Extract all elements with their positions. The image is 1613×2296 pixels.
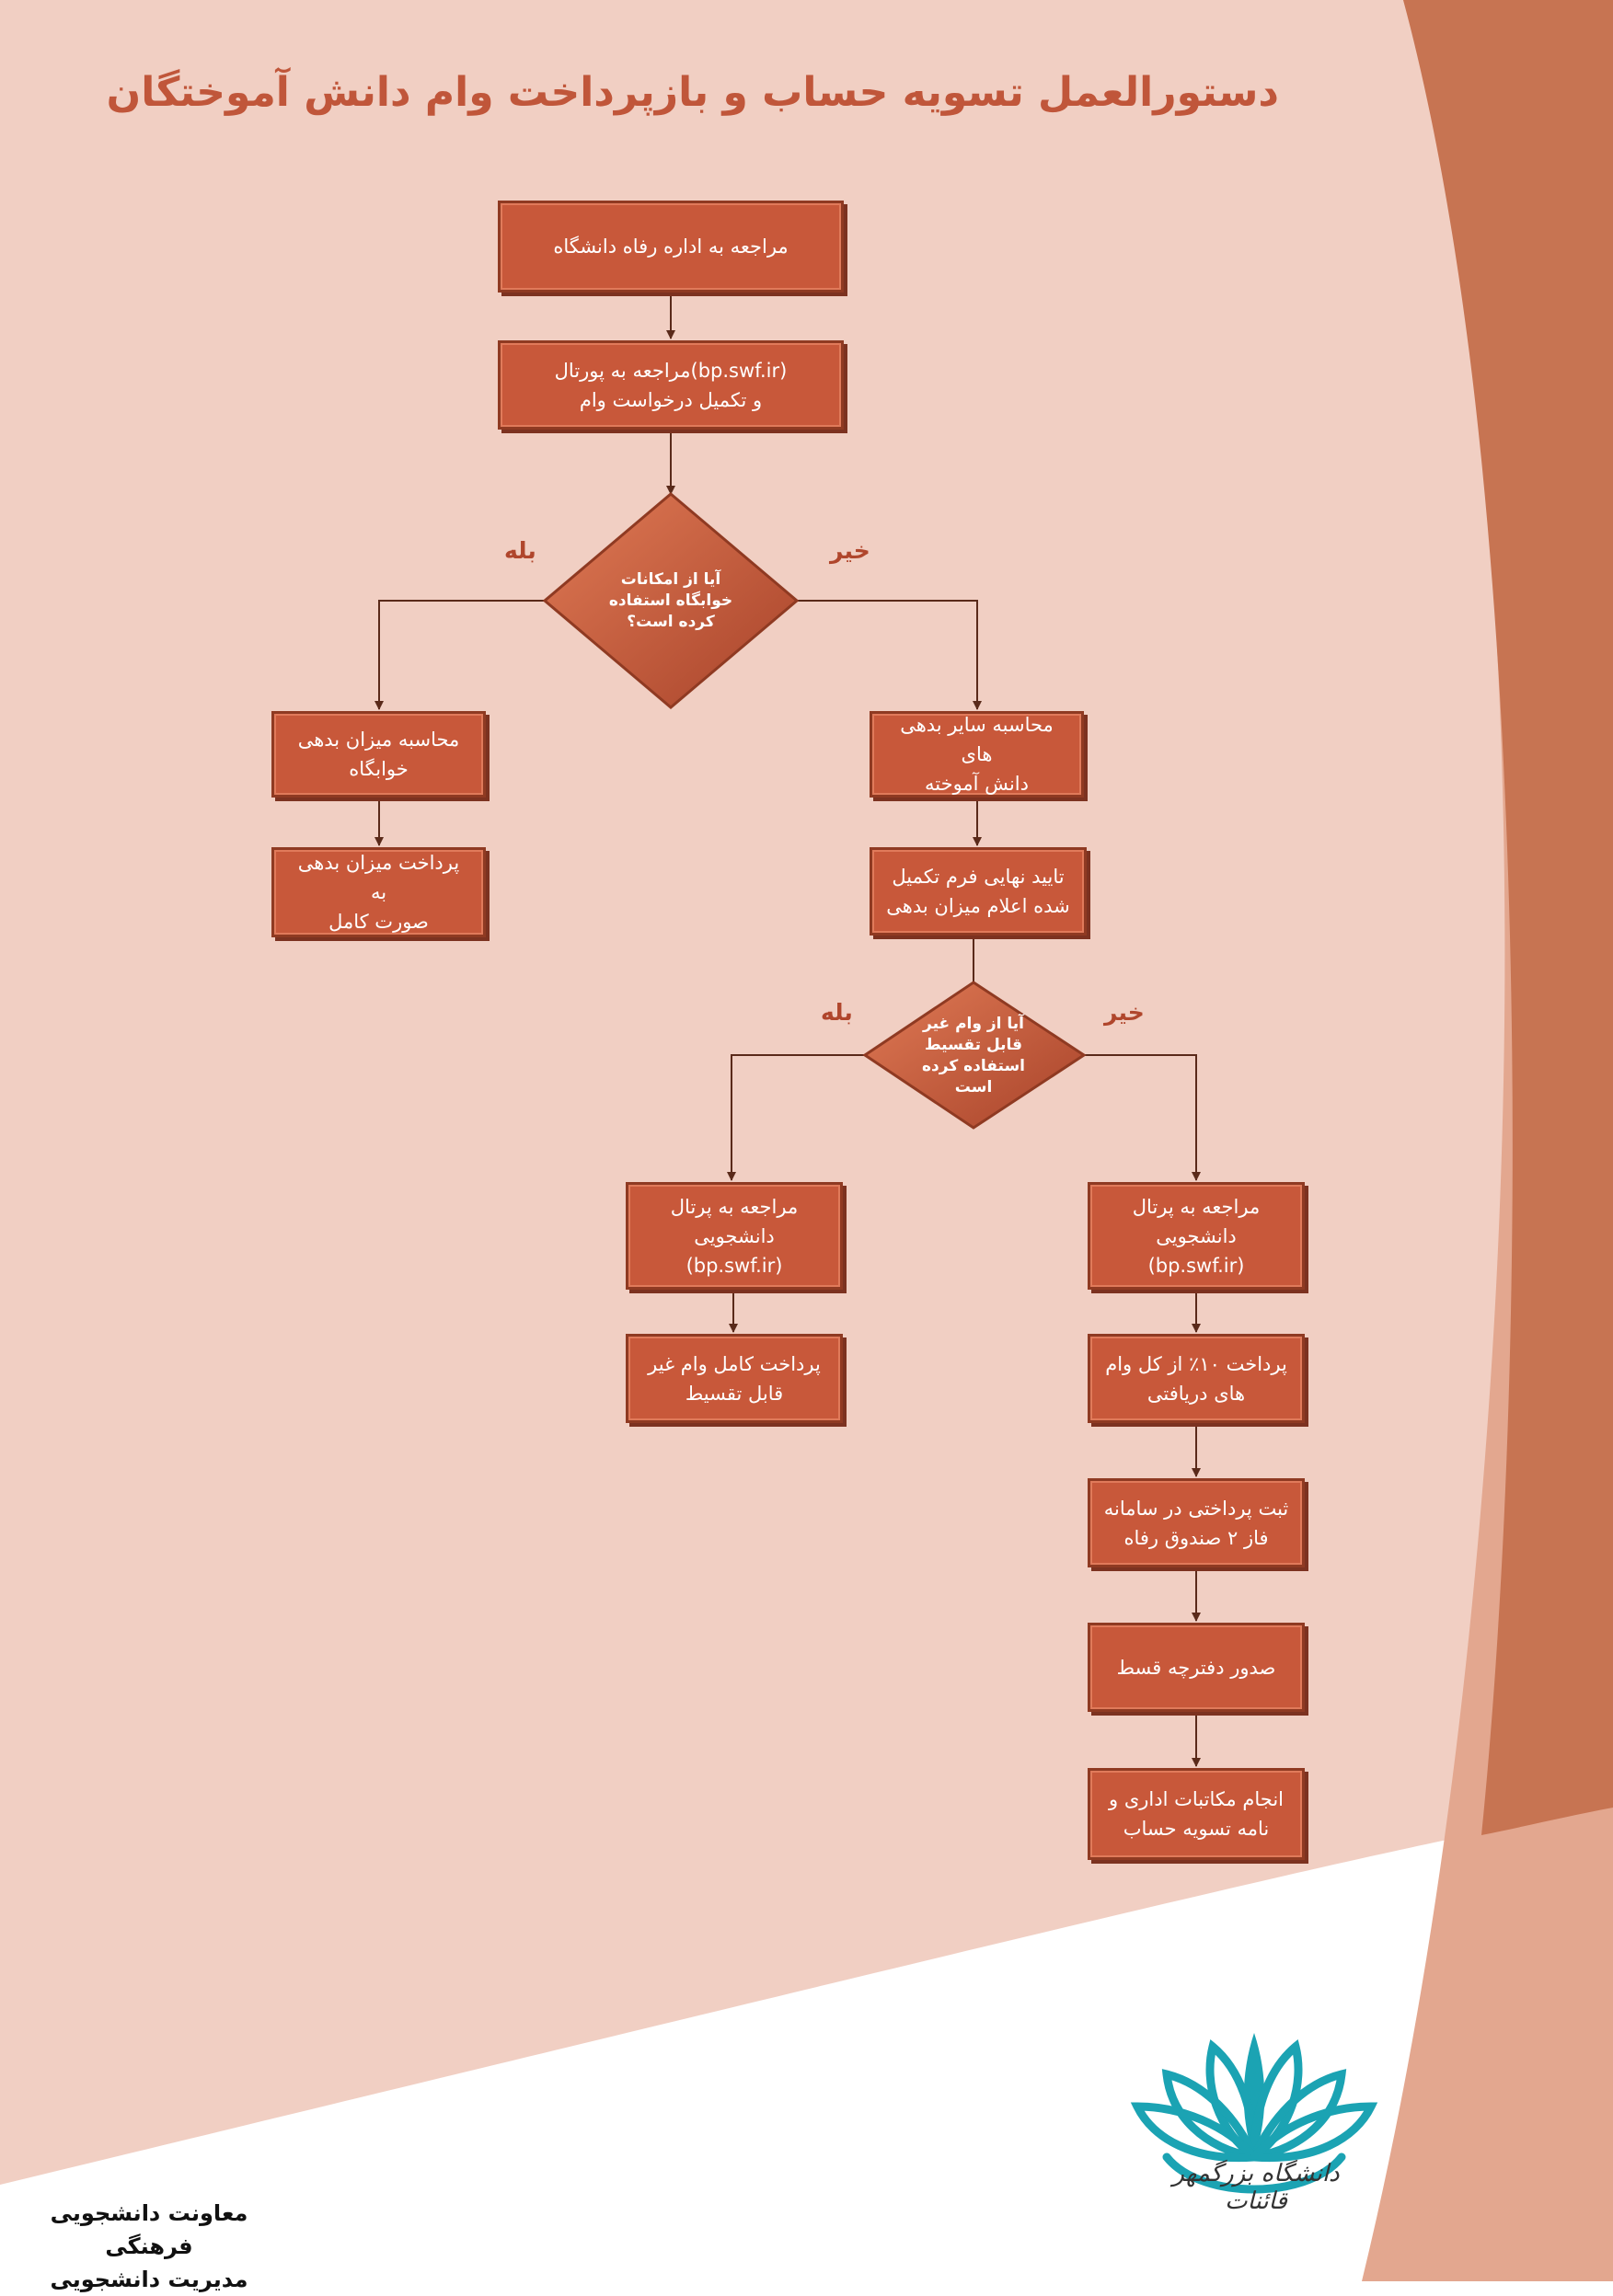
label-yes-loan: بله: [821, 999, 853, 1026]
step-portal-request: (bp.swf.ir)مراجعه به پورتال و تکمیل درخو…: [498, 340, 844, 430]
label-no-dorm: خیر: [830, 537, 870, 564]
university-logo-text: دانشگاه بزرگمهر قائنات: [1172, 2160, 1340, 2215]
step-installment-booklet: صدور دفترچه قسط: [1088, 1623, 1305, 1712]
step-portal-yes: مراجعه به پرتال دانشجویی (bp.swf.ir): [626, 1182, 843, 1290]
step-portal-no: مراجعه به پرتال دانشجویی (bp.swf.ir): [1088, 1182, 1305, 1290]
step-register-payment: ثبت پرداختی در سامانه فاز ۲ صندوق رفاه: [1088, 1478, 1305, 1567]
footer-department: معاونت دانشجویی فرهنگی مدیریت دانشجویی: [50, 2200, 248, 2292]
step-dorm-pay: پرداخت میزان بدهی به صورت کامل: [271, 847, 486, 937]
page-title: دستورالعمل تسویه حساب و بازپرداخت وام دا…: [106, 69, 1279, 116]
dorm-decision-diamond: [542, 492, 800, 709]
step-dorm-debt: محاسبه میزان بدهی خوابگاه: [271, 711, 486, 798]
step-pay-ten-percent: پرداخت ۱۰٪ از کل وام های دریافتی: [1088, 1334, 1305, 1423]
lotus-logo-icon: [1130, 2033, 1378, 2194]
dorm-question-text: آیا از امکانات خوابگاه استفاده کرده است؟: [608, 569, 733, 631]
step-other-debts: محاسبه سایر بدهی های دانش آموخته: [870, 711, 1084, 798]
label-yes-dorm: بله: [504, 537, 536, 564]
step-final-confirm: تایید نهایی فرم تکمیل شده اعلام میزان بد…: [870, 847, 1087, 936]
step-full-pay: پرداخت کامل وام غیر قابل تقسیط: [626, 1334, 843, 1423]
step-settlement-letter: انجام مکاتبات اداری و نامه تسویه حساب: [1088, 1768, 1305, 1860]
loan-question-text: آیا از وام غیر قابل تقسیط استفاده کرده ا…: [922, 1015, 1026, 1096]
label-no-loan: خیر: [1104, 999, 1145, 1026]
step-welfare-office: مراجعه به اداره رفاه دانشگاه: [498, 201, 844, 293]
